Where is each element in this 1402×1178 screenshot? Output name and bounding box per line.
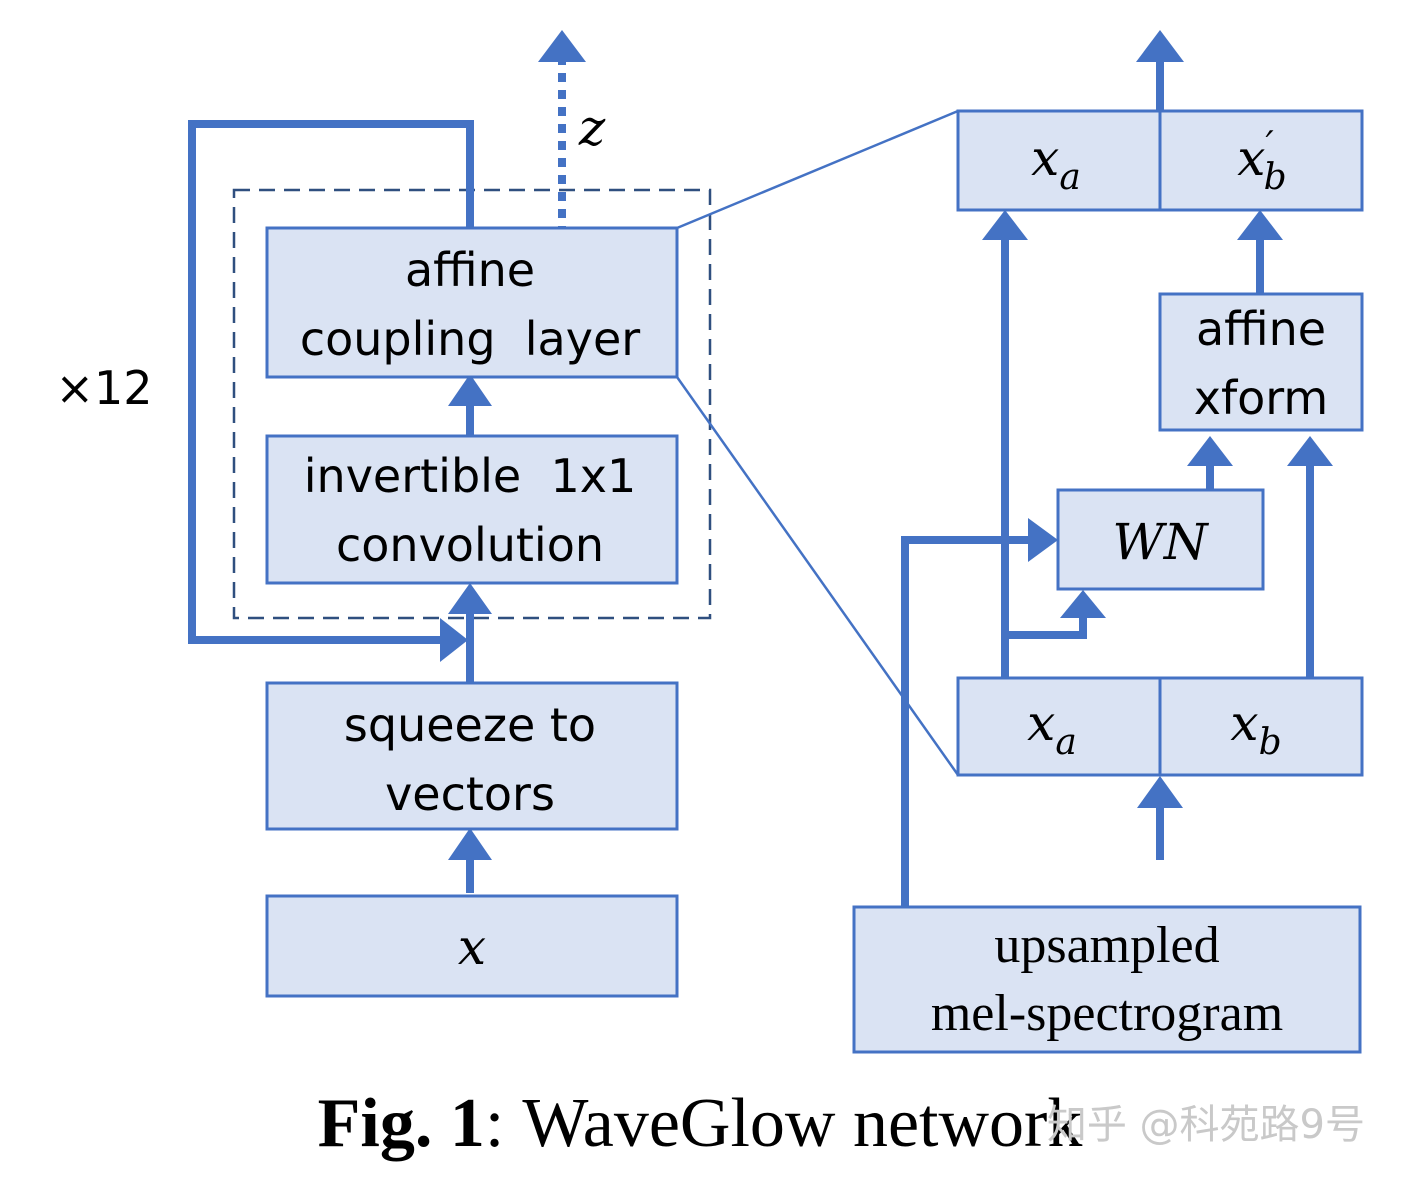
xa-top-box (956, 109, 1162, 212)
squeeze-label-2: vectors (385, 767, 555, 821)
squeeze-box (265, 681, 679, 831)
affine-label-1: affine (1196, 302, 1326, 356)
zoom-line-bottom (675, 376, 960, 776)
wn-box (1056, 488, 1265, 591)
wn-label: WN (1112, 513, 1209, 571)
arrow-conv-to-coupling-head (448, 374, 492, 406)
invertible-label-1: invertible 1x1 (304, 449, 636, 503)
coupling-label-2: coupling layer (300, 312, 640, 366)
affine-to-xbprime-arrowhead (1237, 210, 1283, 240)
xa-bottom-label: xa (1027, 694, 1077, 763)
coupling-layer-box (265, 226, 679, 379)
arrow-squeeze-to-conv-head (448, 583, 492, 614)
squeeze-label-1: squeeze to (344, 698, 596, 752)
mel-to-wn-line (901, 536, 1033, 907)
mel-spectrogram-box (852, 905, 1362, 1054)
wn-to-affine-arrowhead (1187, 436, 1233, 466)
xa-to-wn-line (1005, 615, 1087, 639)
xb-bottom-box (1158, 676, 1364, 777)
xa-to-wn-arrowhead (1060, 590, 1106, 618)
coupling-label-1: affine (405, 243, 535, 297)
zoom-line-top (676, 109, 959, 230)
mel-label-2: mel-spectrogram (931, 985, 1283, 1042)
xb-to-affine-arrowhead (1287, 436, 1333, 466)
loop-back-arrowhead (440, 618, 468, 662)
mel-to-wn-arrowhead (1028, 518, 1058, 562)
mel-label-1: upsampled (994, 917, 1219, 974)
z-label: z (578, 99, 606, 157)
xb-prime-label: x′b (1237, 125, 1286, 198)
xa-top-label: xa (1031, 129, 1081, 198)
input-x-label: x (458, 918, 486, 976)
arrow-x-to-squeeze-head (448, 828, 492, 860)
xa-bottom-box (956, 676, 1162, 777)
input-x-box (265, 894, 679, 998)
repeat-label: ×12 (55, 361, 152, 415)
coupling-input-arrowhead (1137, 776, 1183, 808)
affine-xform-box (1158, 292, 1364, 432)
xa-passthrough-arrowhead (982, 210, 1028, 240)
coupling-output-arrowhead (1136, 30, 1184, 62)
loop-back-line (188, 120, 474, 644)
figure-caption: Fig. 1:WaveGlow network (318, 1085, 1083, 1162)
xb-bottom-label: xb (1230, 694, 1281, 763)
xb-prime-box (1158, 109, 1364, 212)
invertible-label-2: convolution (336, 518, 604, 572)
watermark: 知乎 @科苑路9号 (1047, 1102, 1365, 1148)
invertible-conv-box (265, 434, 679, 585)
z-output-arrowhead (538, 30, 586, 62)
affine-label-2: xform (1194, 371, 1328, 425)
